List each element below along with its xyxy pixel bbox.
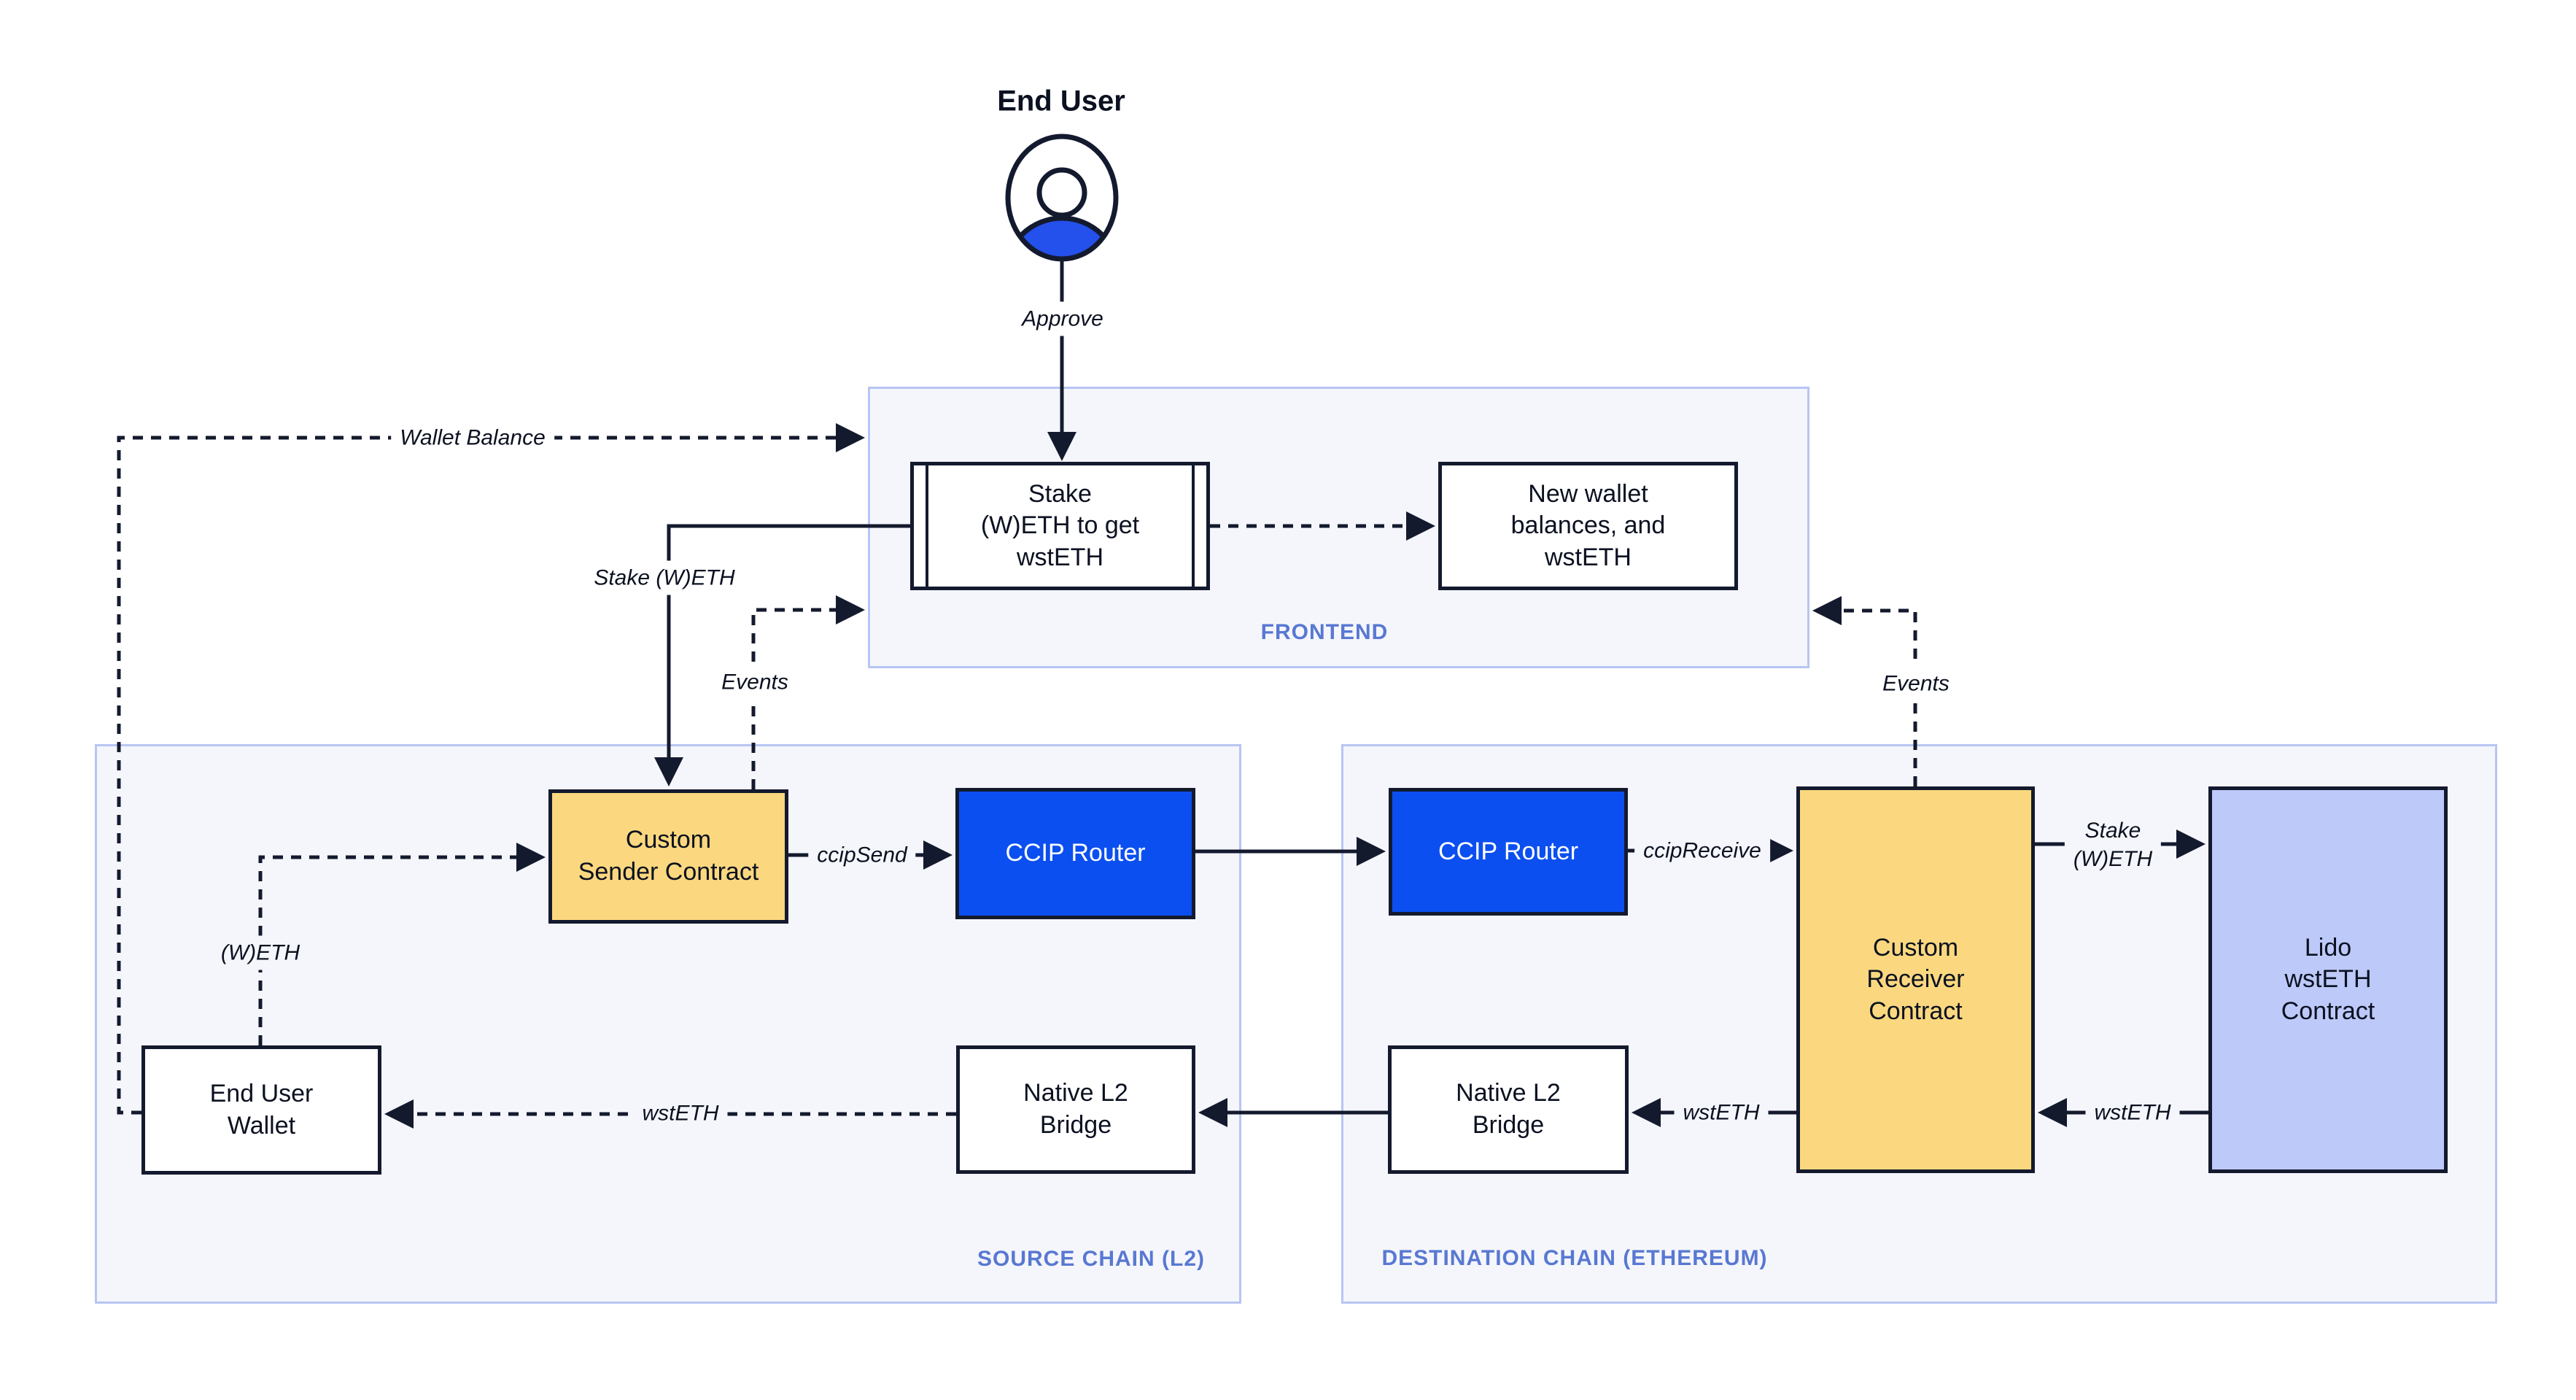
frontend-section-label: FRONTEND	[1260, 620, 1389, 644]
end-user-wallet: End User Wallet	[141, 1045, 381, 1175]
approve-edge-label: Approve	[1013, 301, 1112, 336]
events-right-edge-label: Events	[1874, 666, 1958, 701]
stake-box: Stake (W)ETH to get wstETH	[910, 462, 1210, 590]
lido-wsteth-contract: Lido wstETH Contract	[2208, 786, 2448, 1173]
lido-wsteth-label: Lido wstETH Contract	[2281, 933, 2375, 1025]
stake-weth-right-edge-label: Stake (W)ETH	[2064, 813, 2162, 876]
new-wallet-box: New wallet balances, and wstETH	[1438, 462, 1738, 590]
stake-box-label: Stake (W)ETH to get wstETH	[980, 479, 1140, 571]
ccip-router-source-label: CCIP Router	[1005, 839, 1146, 867]
end-user-title: End User	[997, 85, 1125, 117]
wallet-balance-edge-label: Wallet Balance	[391, 420, 554, 455]
ccip-router-source: CCIP Router	[955, 788, 1195, 919]
destination-chain-section-label: DESTINATION CHAIN (ETHEREUM)	[1381, 1246, 1768, 1270]
native-l2-bridge-source: Native L2 Bridge	[956, 1045, 1195, 1174]
end-user-wallet-label: End User Wallet	[209, 1079, 314, 1140]
ccip-router-destination-label: CCIP Router	[1438, 837, 1579, 865]
ccipsend-edge-label: ccipSend	[808, 838, 916, 873]
new-wallet-box-label: New wallet balances, and wstETH	[1510, 479, 1666, 571]
custom-sender-label: Custom Sender Contract	[578, 826, 759, 886]
native-l2-bridge-destination-label: Native L2 Bridge	[1456, 1079, 1561, 1139]
native-l2-bridge-destination: Native L2 Bridge	[1388, 1045, 1629, 1174]
custom-receiver-label: Custom Receiver Contract	[1866, 933, 1965, 1025]
ccip-router-destination: CCIP Router	[1389, 788, 1628, 916]
end-user-icon	[1005, 134, 1119, 262]
wsteth-to-bridge-edge-label: wstETH	[1674, 1095, 1769, 1130]
weth-edge-label: (W)ETH	[212, 935, 309, 970]
custom-receiver-contract: Custom Receiver Contract	[1796, 786, 2035, 1173]
wsteth-to-wallet-edge-label: wstETH	[633, 1096, 728, 1131]
ccipreceive-edge-label: ccipReceive	[1634, 833, 1770, 868]
stake-weth-edge-label: Stake (W)ETH	[585, 560, 744, 595]
custom-sender-contract: Custom Sender Contract	[548, 789, 788, 924]
source-chain-section-label: SOURCE CHAIN (L2)	[977, 1247, 1206, 1271]
events-left-edge-label: Events	[713, 665, 797, 700]
wsteth-from-lido-edge-label: wstETH	[2085, 1095, 2180, 1130]
native-l2-bridge-source-label: Native L2 Bridge	[1023, 1079, 1128, 1139]
